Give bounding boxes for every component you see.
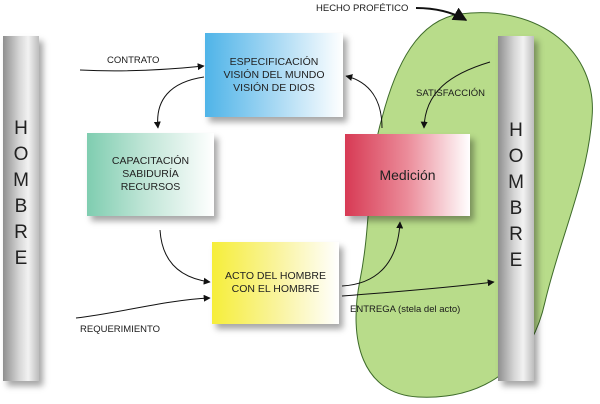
right-pillar-letter: H [509, 120, 523, 141]
capacitacion-box: CAPACITACIÓN SABIDURÍA RECURSOS [87, 133, 214, 216]
right-pillar-letter: M [508, 172, 524, 193]
acto-box: ACTO DEL HOMBRE CON EL HOMBRE [212, 242, 339, 324]
left-pillar-letter: O [13, 144, 29, 165]
left-pillar-letter: E [14, 248, 28, 269]
right-pillar-letter: R [509, 224, 523, 245]
capacitacion-text: CAPACITACIÓN SABIDURÍA RECURSOS [111, 155, 190, 193]
arrow-satisfaccion [420, 61, 491, 129]
left-pillar-letter: B [14, 196, 28, 217]
especificacion-box: ESPECIFICACIÓN VISIÓN DEL MUNDO VISIÓN D… [205, 33, 343, 117]
satisfaccion-label: SATISFACCIÓN [416, 88, 485, 99]
arrow-medicion-to-especificacion [345, 74, 383, 129]
right-pillar-letter: B [509, 198, 523, 219]
left-pillar-letter: R [14, 222, 28, 243]
right-pillar-letter: O [508, 146, 524, 167]
arrow-especificacion-to-capacitacion [153, 76, 205, 129]
arrow-contrato [79, 63, 205, 72]
arrow-hecho-profetico [415, 7, 468, 21]
arrow-capacitacion-to-acto [159, 229, 211, 285]
contrato-label: CONTRATO [107, 55, 160, 66]
medicion-box: Medición [345, 134, 470, 216]
requerimiento-label: REQUERIMIENTO [80, 324, 161, 335]
arrow-entrega [341, 279, 495, 297]
especificacion-text: ESPECIFICACIÓN VISIÓN DEL MUNDO VISIÓN D… [223, 55, 325, 94]
hecho-profetico-label: HECHO PROFÉTICO [316, 3, 409, 14]
arrow-requerimiento [75, 294, 211, 319]
medicion-text: Medición [379, 166, 436, 183]
arrow-acto-to-medicion [341, 221, 404, 287]
entrega-label: ENTREGA (stela del acto) [350, 304, 461, 315]
left-pillar-letter: H [14, 118, 28, 139]
acto-text: ACTO DEL HOMBRE CON EL HOMBRE [225, 270, 326, 295]
left-pillar-letter: M [13, 170, 29, 191]
right-pillar-letter: E [509, 250, 523, 271]
